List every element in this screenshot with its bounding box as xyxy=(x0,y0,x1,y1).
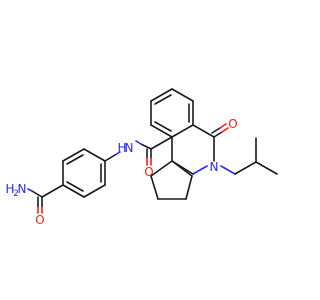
bond xyxy=(104,154,116,162)
isobutyl-chain xyxy=(220,137,278,175)
benzene-ring-top xyxy=(150,88,194,138)
bond-double-inner xyxy=(66,154,84,165)
bond xyxy=(211,127,221,134)
bond-double-inner xyxy=(154,121,172,132)
bond-double-inner xyxy=(66,181,84,192)
primary-amide-hydrogen-label: H xyxy=(5,182,14,196)
bond xyxy=(171,88,194,102)
bond xyxy=(221,127,229,133)
amide-nitrogen-label: N xyxy=(125,141,134,155)
bond xyxy=(31,190,43,198)
carboxamide-oxygen-label: O xyxy=(144,165,153,179)
bond xyxy=(192,165,208,175)
lactam-ring xyxy=(171,123,229,175)
cyclopentane-ring xyxy=(150,160,193,200)
bond xyxy=(27,188,33,192)
bond xyxy=(150,160,173,177)
bond xyxy=(171,124,194,138)
molecule-structure: O N N H O N H 2 O xyxy=(5,88,278,227)
bond xyxy=(234,161,257,175)
ring-nitrogen-label: N xyxy=(210,160,219,174)
bond xyxy=(135,140,142,145)
anilide-link xyxy=(104,151,121,162)
amide-hydrogen-label: H xyxy=(117,141,126,155)
primary-amide-group xyxy=(27,184,64,214)
bond xyxy=(150,124,173,138)
bond xyxy=(213,131,223,138)
bond xyxy=(83,148,106,162)
primary-amide-oxygen-label: O xyxy=(35,213,44,227)
bond xyxy=(83,184,106,198)
bond xyxy=(62,148,85,162)
carboxamide-group xyxy=(135,136,173,166)
primary-amide-nitrogen-label: N xyxy=(18,182,27,196)
bond xyxy=(114,151,121,156)
bond xyxy=(140,143,152,150)
bond xyxy=(150,88,173,102)
bond xyxy=(150,136,173,150)
bond xyxy=(220,165,236,175)
bond xyxy=(255,161,278,175)
ketone-oxygen-label: O xyxy=(228,117,237,131)
molecule-canvas: O N N H O N H 2 O xyxy=(5,88,278,227)
benzene-ring-bottom xyxy=(62,148,106,198)
bond xyxy=(192,124,215,138)
bond xyxy=(150,175,159,200)
bond xyxy=(185,175,193,200)
bond xyxy=(41,184,64,198)
bond-double-inner xyxy=(154,94,172,105)
bond xyxy=(62,184,85,198)
bond xyxy=(219,123,227,129)
primary-amide-hydrogen-subscript: 2 xyxy=(13,189,19,199)
atom-labels: O N N H O N H 2 O xyxy=(5,117,237,227)
bond xyxy=(171,160,193,177)
